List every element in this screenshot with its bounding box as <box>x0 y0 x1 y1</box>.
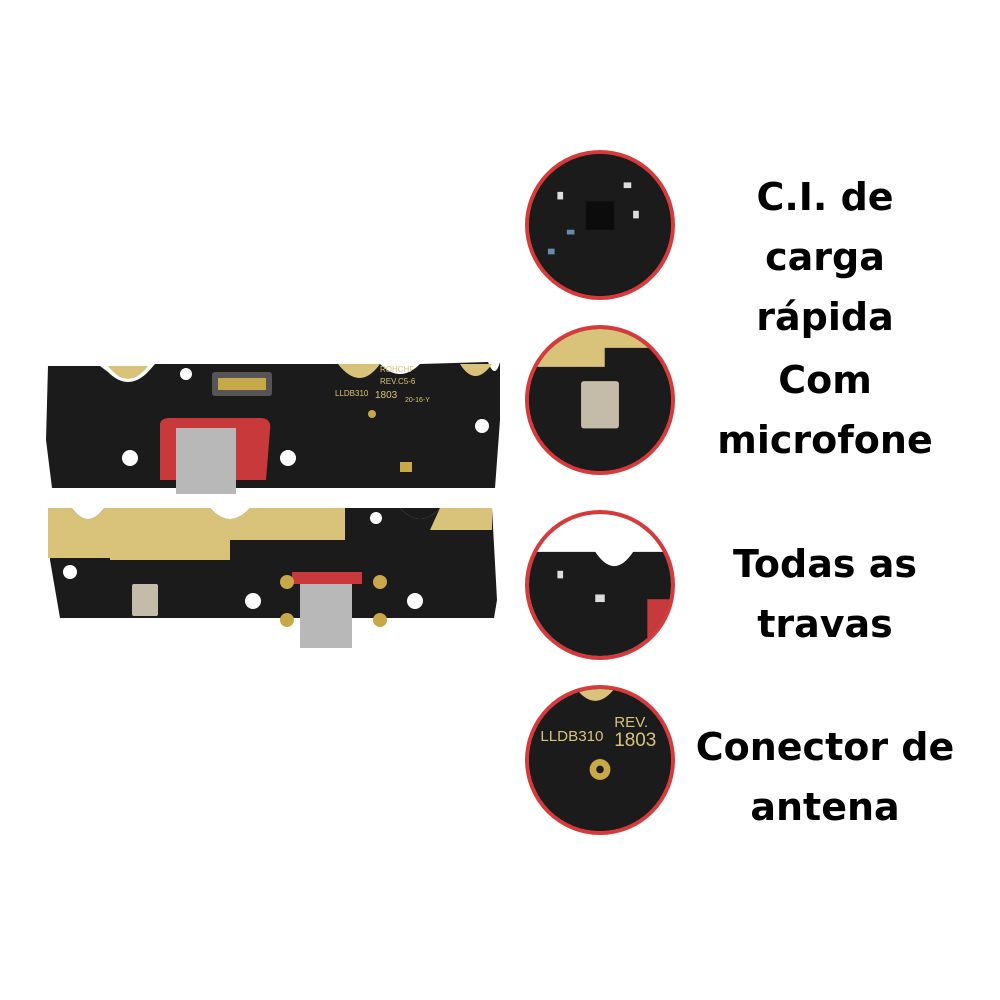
svg-text:1803: 1803 <box>614 730 656 751</box>
caption-line: antena <box>750 785 900 829</box>
zoom-locks <box>525 510 675 660</box>
svg-text:20-16-Y: 20-16-Y <box>405 397 430 404</box>
board-bottom <box>48 508 497 648</box>
feature-caption-antenna: Conector de antena <box>690 717 960 837</box>
feature-caption-charge-ic: C.I. de carga rápida <box>690 167 960 347</box>
caption-line: Conector de <box>695 725 955 769</box>
zoom-antenna-connector: LLDB310 REV.1803 <box>525 685 675 835</box>
feature-caption-microphone: Com microfone <box>690 350 960 470</box>
caption-line: Todas as <box>733 542 917 586</box>
caption-line: travas <box>757 602 893 646</box>
caption-line: microfone <box>717 418 933 462</box>
svg-text:REV.C5-6: REV.C5-6 <box>380 377 416 386</box>
svg-text:LLDB310: LLDB310 <box>335 389 369 398</box>
zoom-microphone <box>525 325 675 475</box>
zoom-charge-ic <box>525 150 675 300</box>
svg-text:LLDB310: LLDB310 <box>540 728 603 745</box>
svg-text:REV.: REV. <box>614 714 648 731</box>
board-top: ROHCHF REV.C5-6 LLDB310 1803 20-16-Y <box>46 362 500 494</box>
silkscreen-text: ROHCHF <box>380 365 414 374</box>
caption-line: rápida <box>756 295 894 339</box>
caption-line: Com <box>778 358 872 402</box>
feature-caption-locks: Todas as travas <box>690 534 960 654</box>
caption-line: C.I. de carga <box>756 175 894 279</box>
svg-text:1803: 1803 <box>375 390 398 401</box>
